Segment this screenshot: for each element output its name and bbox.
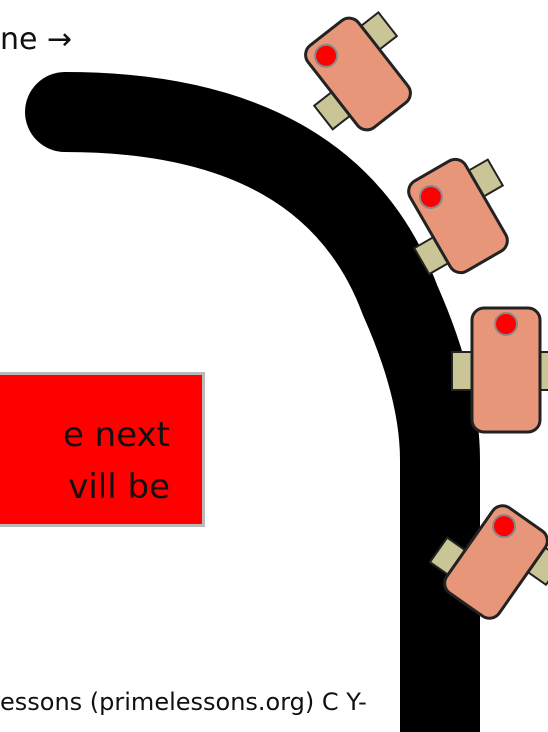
robot-1-body <box>301 13 415 134</box>
footer-credit: essons (primelessons.org) C Y- <box>0 688 367 716</box>
robot-3-sensor <box>495 313 517 335</box>
robot-1 <box>283 0 432 148</box>
black-line-track <box>65 112 440 732</box>
